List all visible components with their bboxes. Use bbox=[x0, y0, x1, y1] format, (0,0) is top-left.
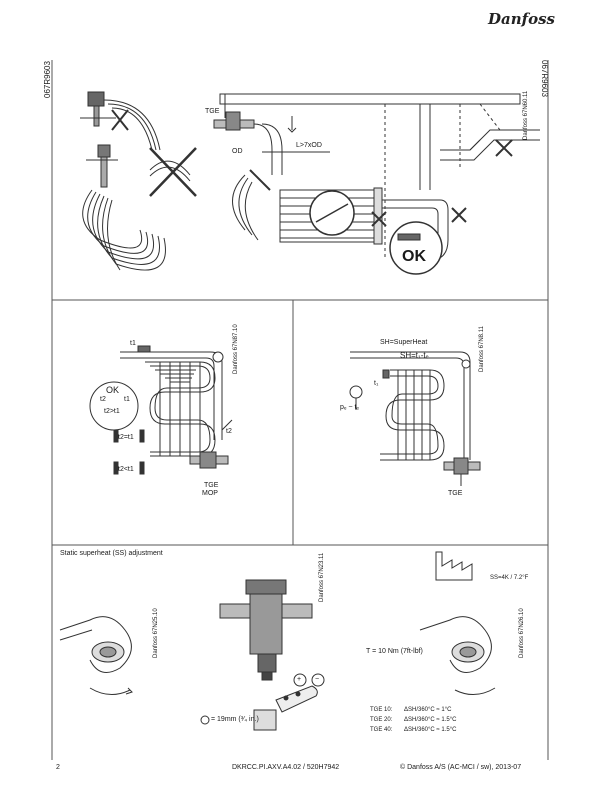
torque-note: T = 10 Nm (7ft-lbf) bbox=[366, 648, 423, 655]
label-t2gtt1: t2>t1 bbox=[104, 408, 120, 415]
wrench-size: = 19mm (³⁄₄ in.) bbox=[211, 716, 259, 723]
label-t2-ok: t2 bbox=[100, 396, 106, 403]
label-t1-ok: t1 bbox=[124, 396, 130, 403]
label-sh-formula: SH=t₁-tₑ bbox=[400, 351, 429, 360]
label-od: OD bbox=[232, 148, 243, 155]
label-l7xod: L>7xOD bbox=[296, 142, 322, 149]
label-t2lt1: t2<t1 bbox=[118, 466, 134, 473]
label-t2: t2 bbox=[226, 428, 232, 435]
ok-label: OK bbox=[402, 248, 426, 265]
minus-sign: − bbox=[315, 676, 320, 683]
fig-code-left: Danfoss 67N25.10 bbox=[153, 608, 159, 658]
label-mop: MOP bbox=[202, 490, 218, 497]
doc-reference: DKRCC.PI.AXV.A4.02 / 520H7942 bbox=[232, 764, 340, 771]
label-sh-superheat: SH=SuperHeat bbox=[380, 339, 428, 346]
fig-code-right: Danfoss 67N26.10 bbox=[519, 608, 525, 658]
danfoss-logo: Danfoss bbox=[488, 10, 555, 28]
adjust-row: TGE 40: ΔSH/360°C ≈ 1.5°C bbox=[370, 726, 456, 736]
label-tge-sh: TGE bbox=[448, 490, 463, 497]
adjust-value: ΔSH/360°C ≈ 1°C bbox=[404, 707, 452, 713]
adjust-row: TGE 10: ΔSH/360°C ≈ 1°C bbox=[370, 706, 456, 716]
fig-code-center: Danfoss 67N23.11 bbox=[319, 552, 325, 602]
label-pe-te: pₑ ~ tₑ bbox=[340, 404, 360, 411]
panel4-title: Static superheat (SS) adjustment bbox=[60, 550, 163, 557]
label-t1-sh: t₁ bbox=[374, 380, 379, 387]
label-t2eqt1: t2=t1 bbox=[118, 434, 134, 441]
page-number: 2 bbox=[56, 764, 60, 771]
ss-note: SS=4K / 7.2°F bbox=[490, 575, 529, 581]
copyright: © Danfoss A/S (AC-MCI / sw), 2013-07 bbox=[400, 764, 522, 771]
label-tge: TGE bbox=[205, 108, 220, 115]
adjust-value: ΔSH/360°C ≈ 1.5°C bbox=[404, 727, 457, 733]
adjust-model: TGE 40: bbox=[370, 727, 393, 733]
ok-label-mop: OK bbox=[106, 385, 120, 395]
adjust-table: TGE 10: ΔSH/360°C ≈ 1°C TGE 20: ΔSH/360°… bbox=[370, 706, 456, 736]
plus-sign: + bbox=[297, 676, 302, 683]
adjust-row: TGE 20: ΔSH/360°C ≈ 1.5°C bbox=[370, 716, 456, 726]
adjust-value: ΔSH/360°C ≈ 1.5°C bbox=[404, 717, 457, 723]
label-tge-mop: TGE bbox=[204, 482, 219, 489]
label-t1: t1 bbox=[130, 340, 136, 347]
adjust-model: TGE 20: bbox=[370, 717, 393, 723]
adjust-model: TGE 10: bbox=[370, 707, 393, 713]
